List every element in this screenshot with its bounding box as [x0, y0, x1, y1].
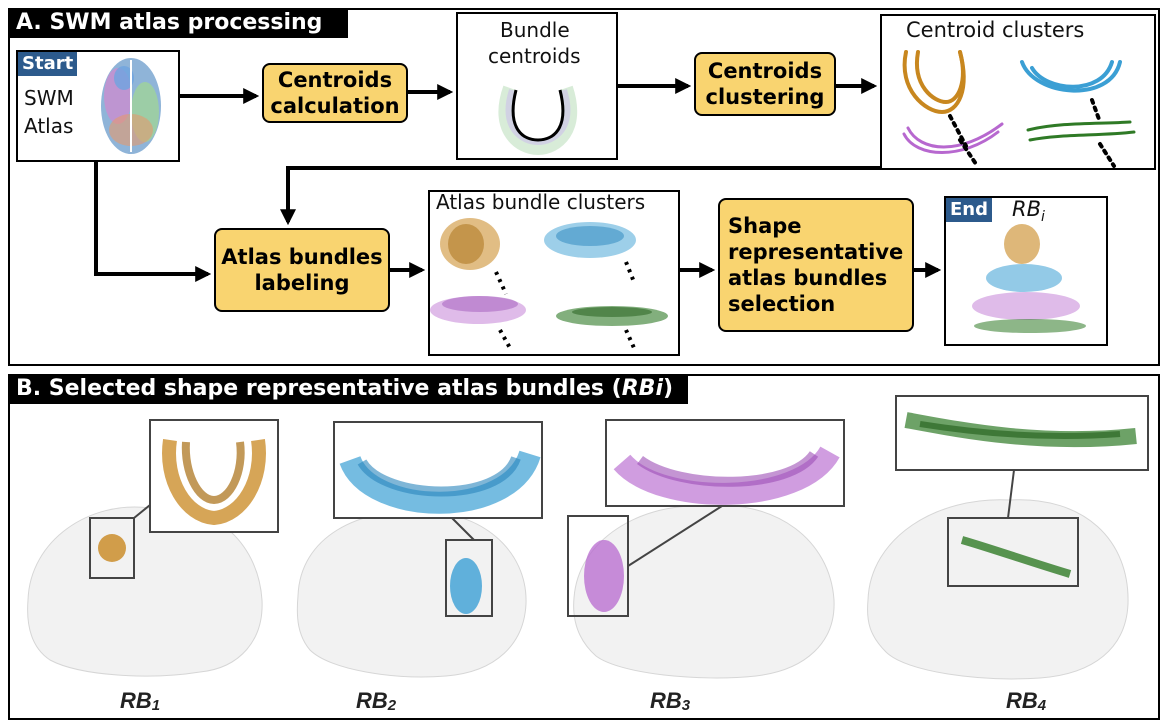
rb3-sub: 3	[681, 697, 691, 714]
atlas-bundle-clusters-label: Atlas bundle clusters	[436, 190, 646, 214]
centroids-clustering-step: Centroids clustering	[694, 52, 836, 116]
rb4-main: RB	[1006, 688, 1038, 713]
atlas-bundles-labeling-step: Atlas bundles labeling	[214, 228, 390, 312]
rb1-sub: 1	[151, 697, 161, 714]
panel-b-title-prefix: B. Selected shape representative atlas b…	[16, 376, 622, 401]
bundle-centroids-label-2: centroids	[488, 44, 581, 68]
panel-b-title-suffix: )	[662, 376, 674, 401]
rb3-label: RB3	[650, 688, 690, 714]
panel-b-title-italic: RBi	[621, 376, 663, 401]
rb4-label: RB4	[1006, 688, 1046, 714]
atlas-label: Atlas	[24, 114, 74, 138]
rb1-label: RB1	[120, 688, 160, 714]
atlas-bundle-clusters-box	[428, 190, 680, 356]
rbi-sub: i	[1041, 209, 1045, 226]
rb2-main: RB	[356, 688, 388, 713]
bundle-centroids-label-1: Bundle	[500, 18, 570, 42]
end-tag: End	[946, 198, 992, 222]
panel-b	[8, 374, 1160, 720]
swm-label: SWM	[24, 86, 74, 110]
centroids-calculation-step: Centroids calculation	[262, 63, 408, 123]
centroid-clusters-label: Centroid clusters	[906, 18, 1085, 42]
rbi-label: RBi	[1012, 197, 1045, 225]
panel-b-title: B. Selected shape representative atlas b…	[8, 374, 688, 404]
rbi-main: RB	[1012, 197, 1041, 221]
rb4-sub: 4	[1037, 697, 1047, 714]
rb2-label: RB2	[356, 688, 396, 714]
shape-representative-selection-step: Shape representative atlas bundles selec…	[718, 198, 914, 332]
panel-a-title: A. SWM atlas processing	[8, 8, 348, 38]
rb3-main: RB	[650, 688, 682, 713]
rb2-sub: 2	[387, 697, 397, 714]
rb1-main: RB	[120, 688, 152, 713]
start-tag: Start	[18, 52, 78, 76]
